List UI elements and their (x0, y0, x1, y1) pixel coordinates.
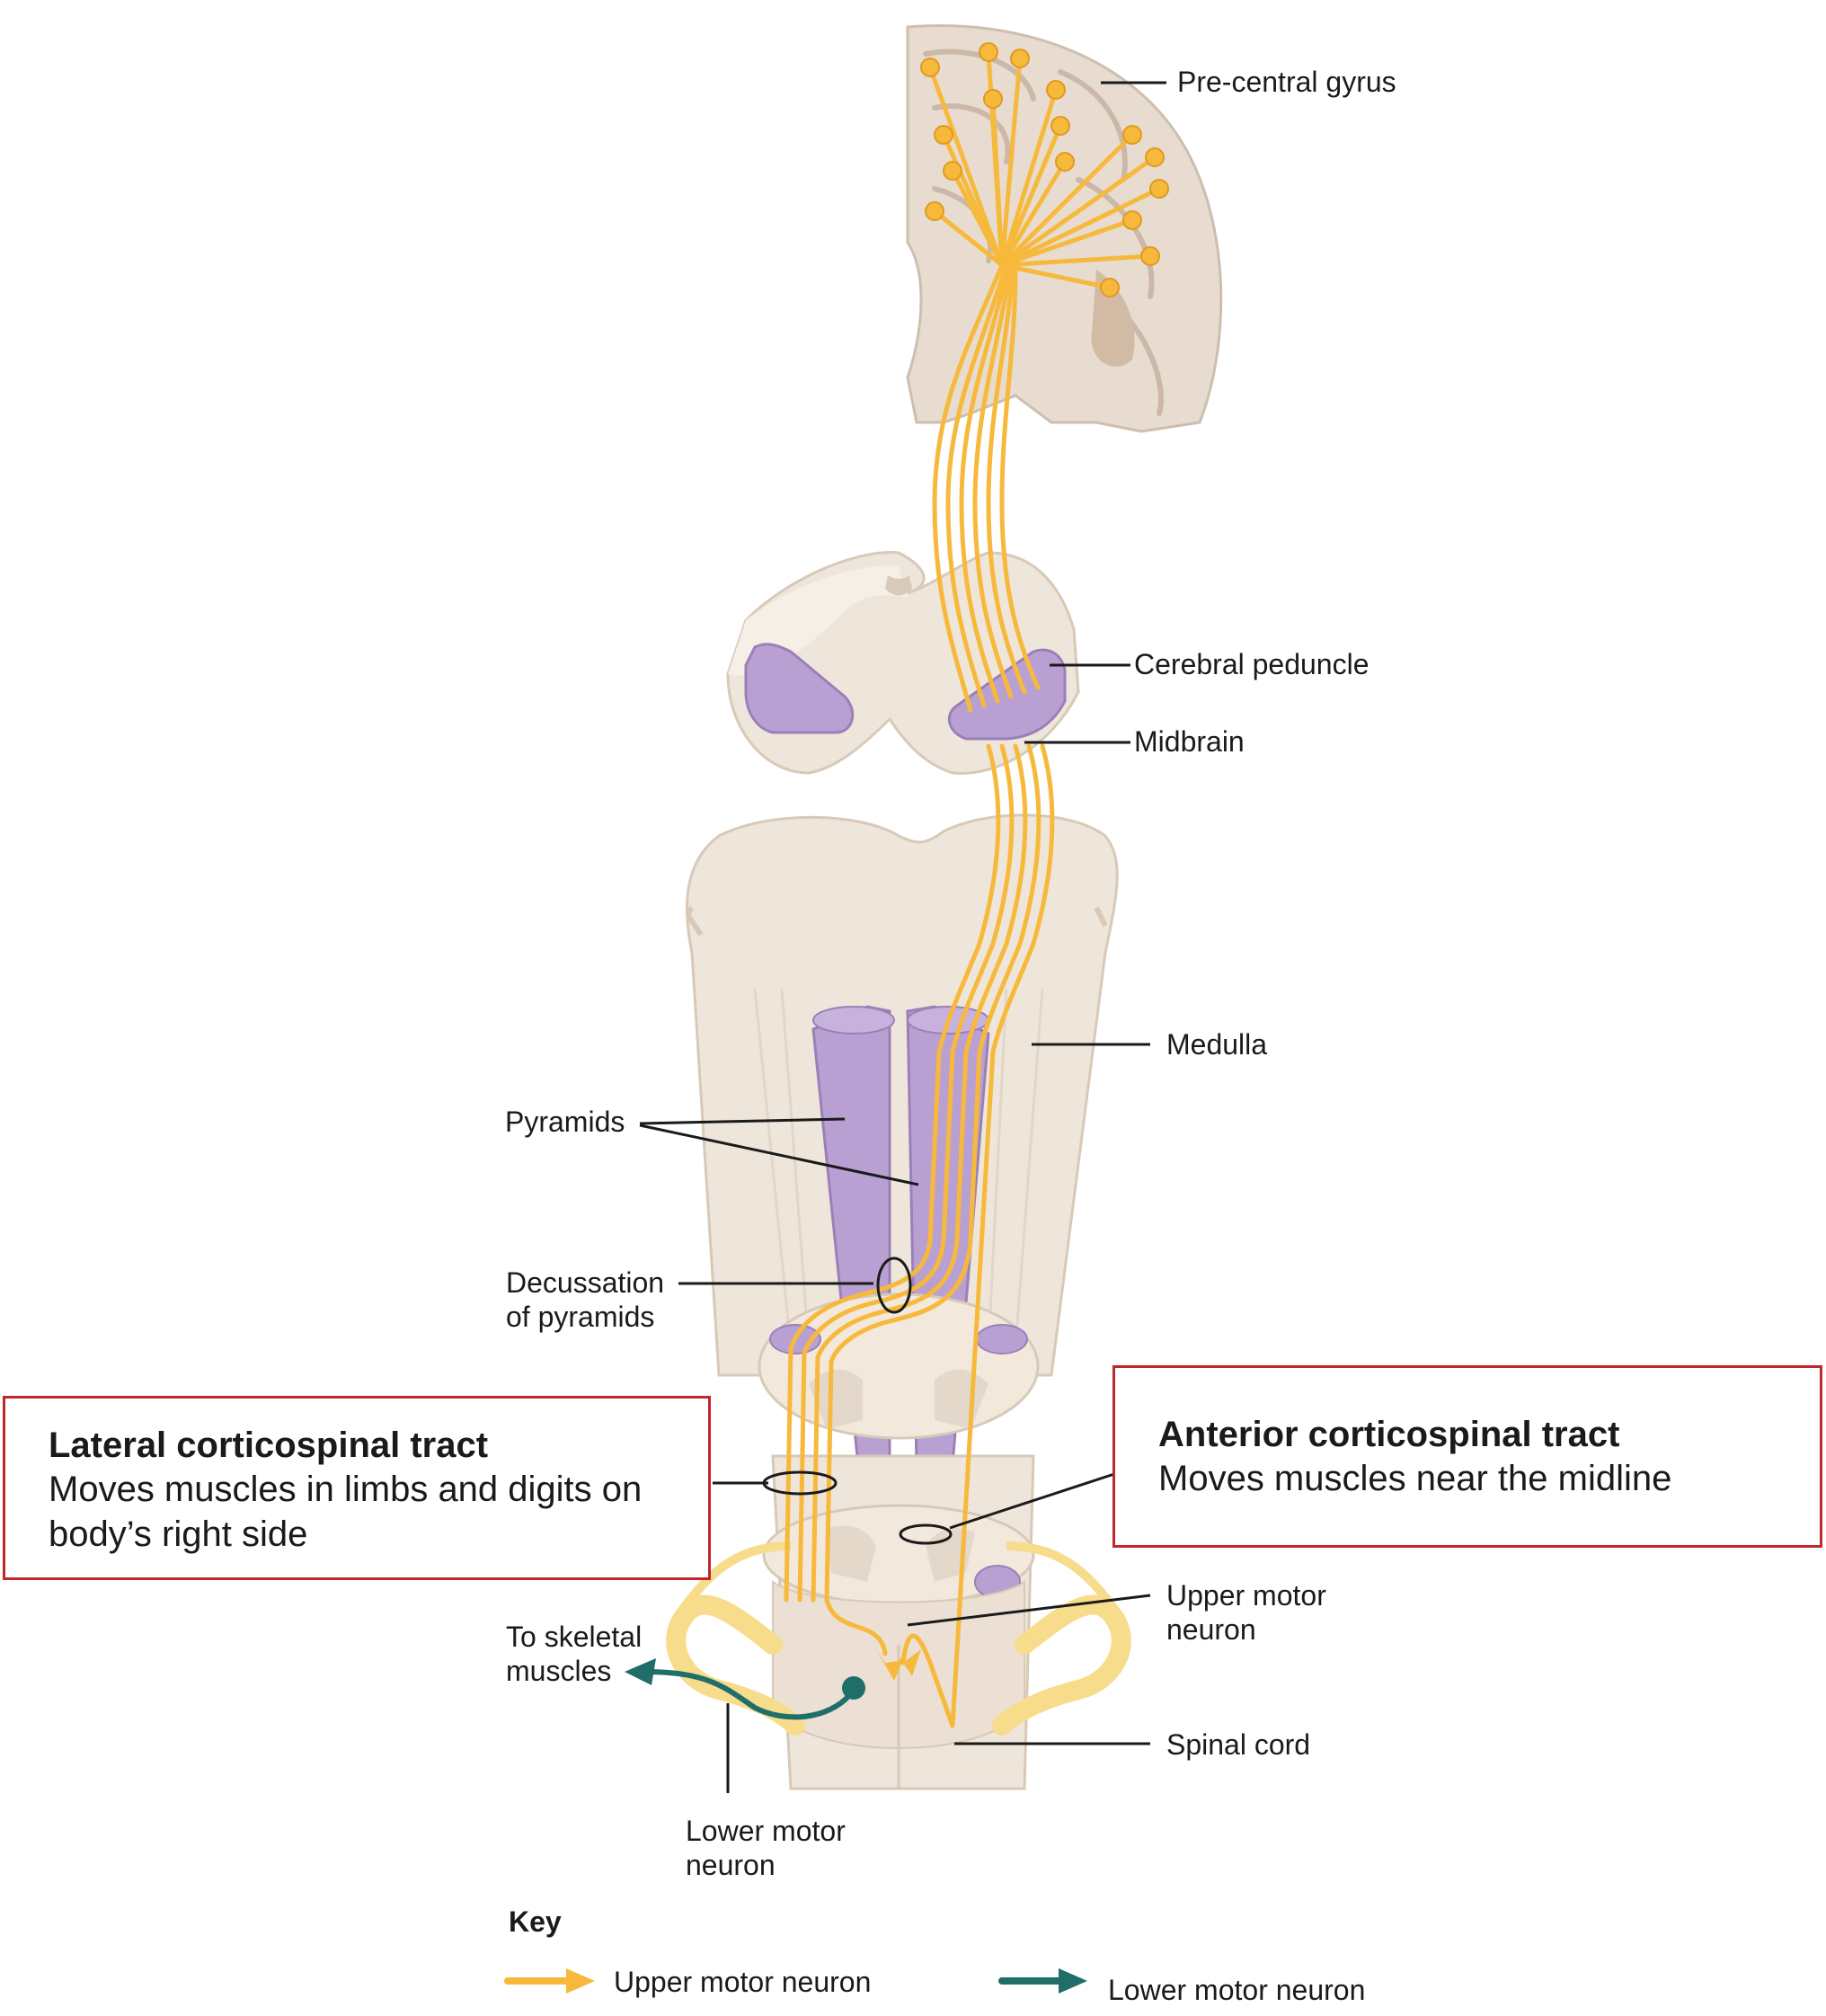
label-cerebral-peduncle: Cerebral peduncle (1134, 648, 1370, 680)
label-decussation-line2: of pyramids (506, 1301, 655, 1333)
lateral-corticospinal-title: Lateral corticospinal tract (49, 1425, 489, 1465)
label-upper-motor-neuron-line2: neuron (1166, 1613, 1256, 1646)
label-lower-motor-neuron-line2: neuron (686, 1849, 776, 1881)
spinal-cord-column (666, 1454, 1131, 1790)
label-midbrain: Midbrain (1134, 725, 1245, 758)
key-title: Key (509, 1905, 562, 1938)
key-upper-arrow-icon (504, 1968, 595, 1994)
midbrain-section (726, 550, 1080, 775)
anterior-corticospinal-desc-line1: Moves muscles near the midline (1158, 1459, 1672, 1498)
upper-motor-neuron-terminal-arrow (876, 1649, 908, 1681)
leader-lines (639, 81, 1166, 1793)
neuron-soma-dots (920, 42, 1169, 298)
lower-motor-neuron (625, 1658, 865, 1720)
key-upper-motor-neuron-label: Upper motor neuron (614, 1966, 872, 1998)
anterior-corticospinal-title: Anterior corticospinal tract (1158, 1415, 1620, 1454)
upper-motor-neuron-cell-bodies (927, 51, 1162, 290)
label-precentral-gyrus: Pre-central gyrus (1177, 66, 1396, 98)
medulla-section (685, 813, 1119, 1476)
anterior-corticospinal-box: Anterior corticospinal tract Moves muscl… (1112, 1365, 1822, 1548)
lateral-corticospinal-box: Lateral corticospinal tract Moves muscle… (3, 1396, 711, 1580)
label-medulla: Medulla (1166, 1028, 1268, 1061)
lateral-corticospinal-desc-line2: body’s right side (49, 1514, 308, 1554)
label-decussation-line1: Decussation (506, 1266, 665, 1299)
lateral-corticospinal-desc-line1: Moves muscles in limbs and digits on (49, 1470, 643, 1509)
key-lower-motor-neuron-label: Lower motor neuron (1108, 1974, 1366, 2006)
label-pyramids: Pyramids (505, 1106, 625, 1138)
label-lower-motor-neuron-line1: Lower motor (686, 1815, 846, 1847)
key-lower-arrow-icon (998, 1968, 1087, 1994)
label-upper-motor-neuron-line1: Upper motor (1166, 1579, 1326, 1612)
upper-motor-neuron-terminal-arrow-2 (894, 1649, 921, 1676)
label-skeletal-line2: muscles (506, 1655, 612, 1687)
label-spinal-cord: Spinal cord (1166, 1728, 1311, 1761)
label-skeletal-line1: To skeletal (506, 1621, 643, 1653)
